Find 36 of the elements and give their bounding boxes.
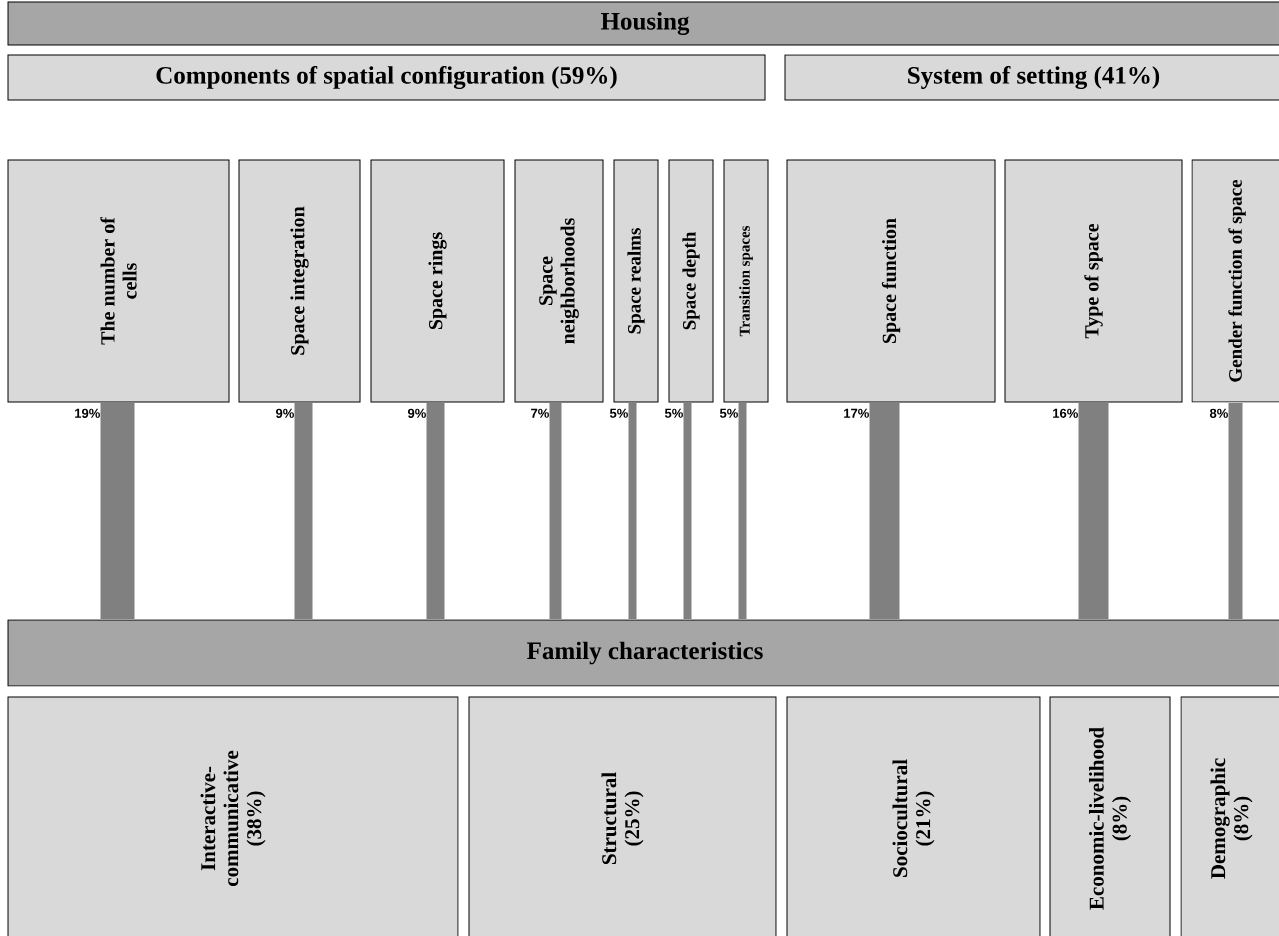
category-box: Space depth [668, 159, 714, 403]
header-box: Housing [7, 1, 1279, 46]
edge-label: 5% [719, 408, 738, 418]
category-box: The number of cells [7, 159, 230, 403]
category-box: Space neighborhoods [514, 159, 604, 403]
connector-bar [100, 403, 135, 619]
edge-label: 7% [531, 408, 549, 418]
category-box: Type of space [1004, 159, 1183, 403]
category-box: Space realms [613, 159, 659, 403]
header-box: Components of spatial configuration (59%) [7, 54, 766, 101]
edge-label: 5% [609, 408, 628, 418]
connector-bar [294, 403, 313, 619]
category-box: Structural (25%) [468, 696, 777, 936]
edge-label: 5% [664, 408, 683, 418]
edge-label: 17% [844, 408, 869, 418]
edge-label: 9% [275, 408, 294, 418]
connector-bar [1228, 403, 1243, 619]
connector-bar [426, 403, 445, 619]
edge-label: 8% [1209, 408, 1228, 418]
header-box: Family characteristics [7, 619, 1279, 687]
connector-bar [869, 403, 900, 619]
category-box: Gender function of space [1191, 159, 1279, 403]
connector-bar [1078, 403, 1109, 619]
category-box: Transition spaces [723, 159, 769, 403]
edge-label: 19% [75, 408, 100, 418]
category-box: Sociocultural (21%) [786, 696, 1041, 936]
category-box: Demographic (8%) [1180, 696, 1279, 936]
category-box: Space rings [370, 159, 505, 403]
category-box: Space integration [238, 159, 361, 403]
category-box: Interactive-communicative (38%) [7, 696, 459, 936]
connector-bar [549, 403, 562, 619]
header-box: System of setting (41%) [784, 54, 1279, 101]
edge-label: 9% [408, 408, 426, 418]
edge-label: 16% [1053, 408, 1078, 418]
category-box: Space function [786, 159, 996, 403]
category-box: Economic-livelihood (8%) [1049, 696, 1171, 936]
